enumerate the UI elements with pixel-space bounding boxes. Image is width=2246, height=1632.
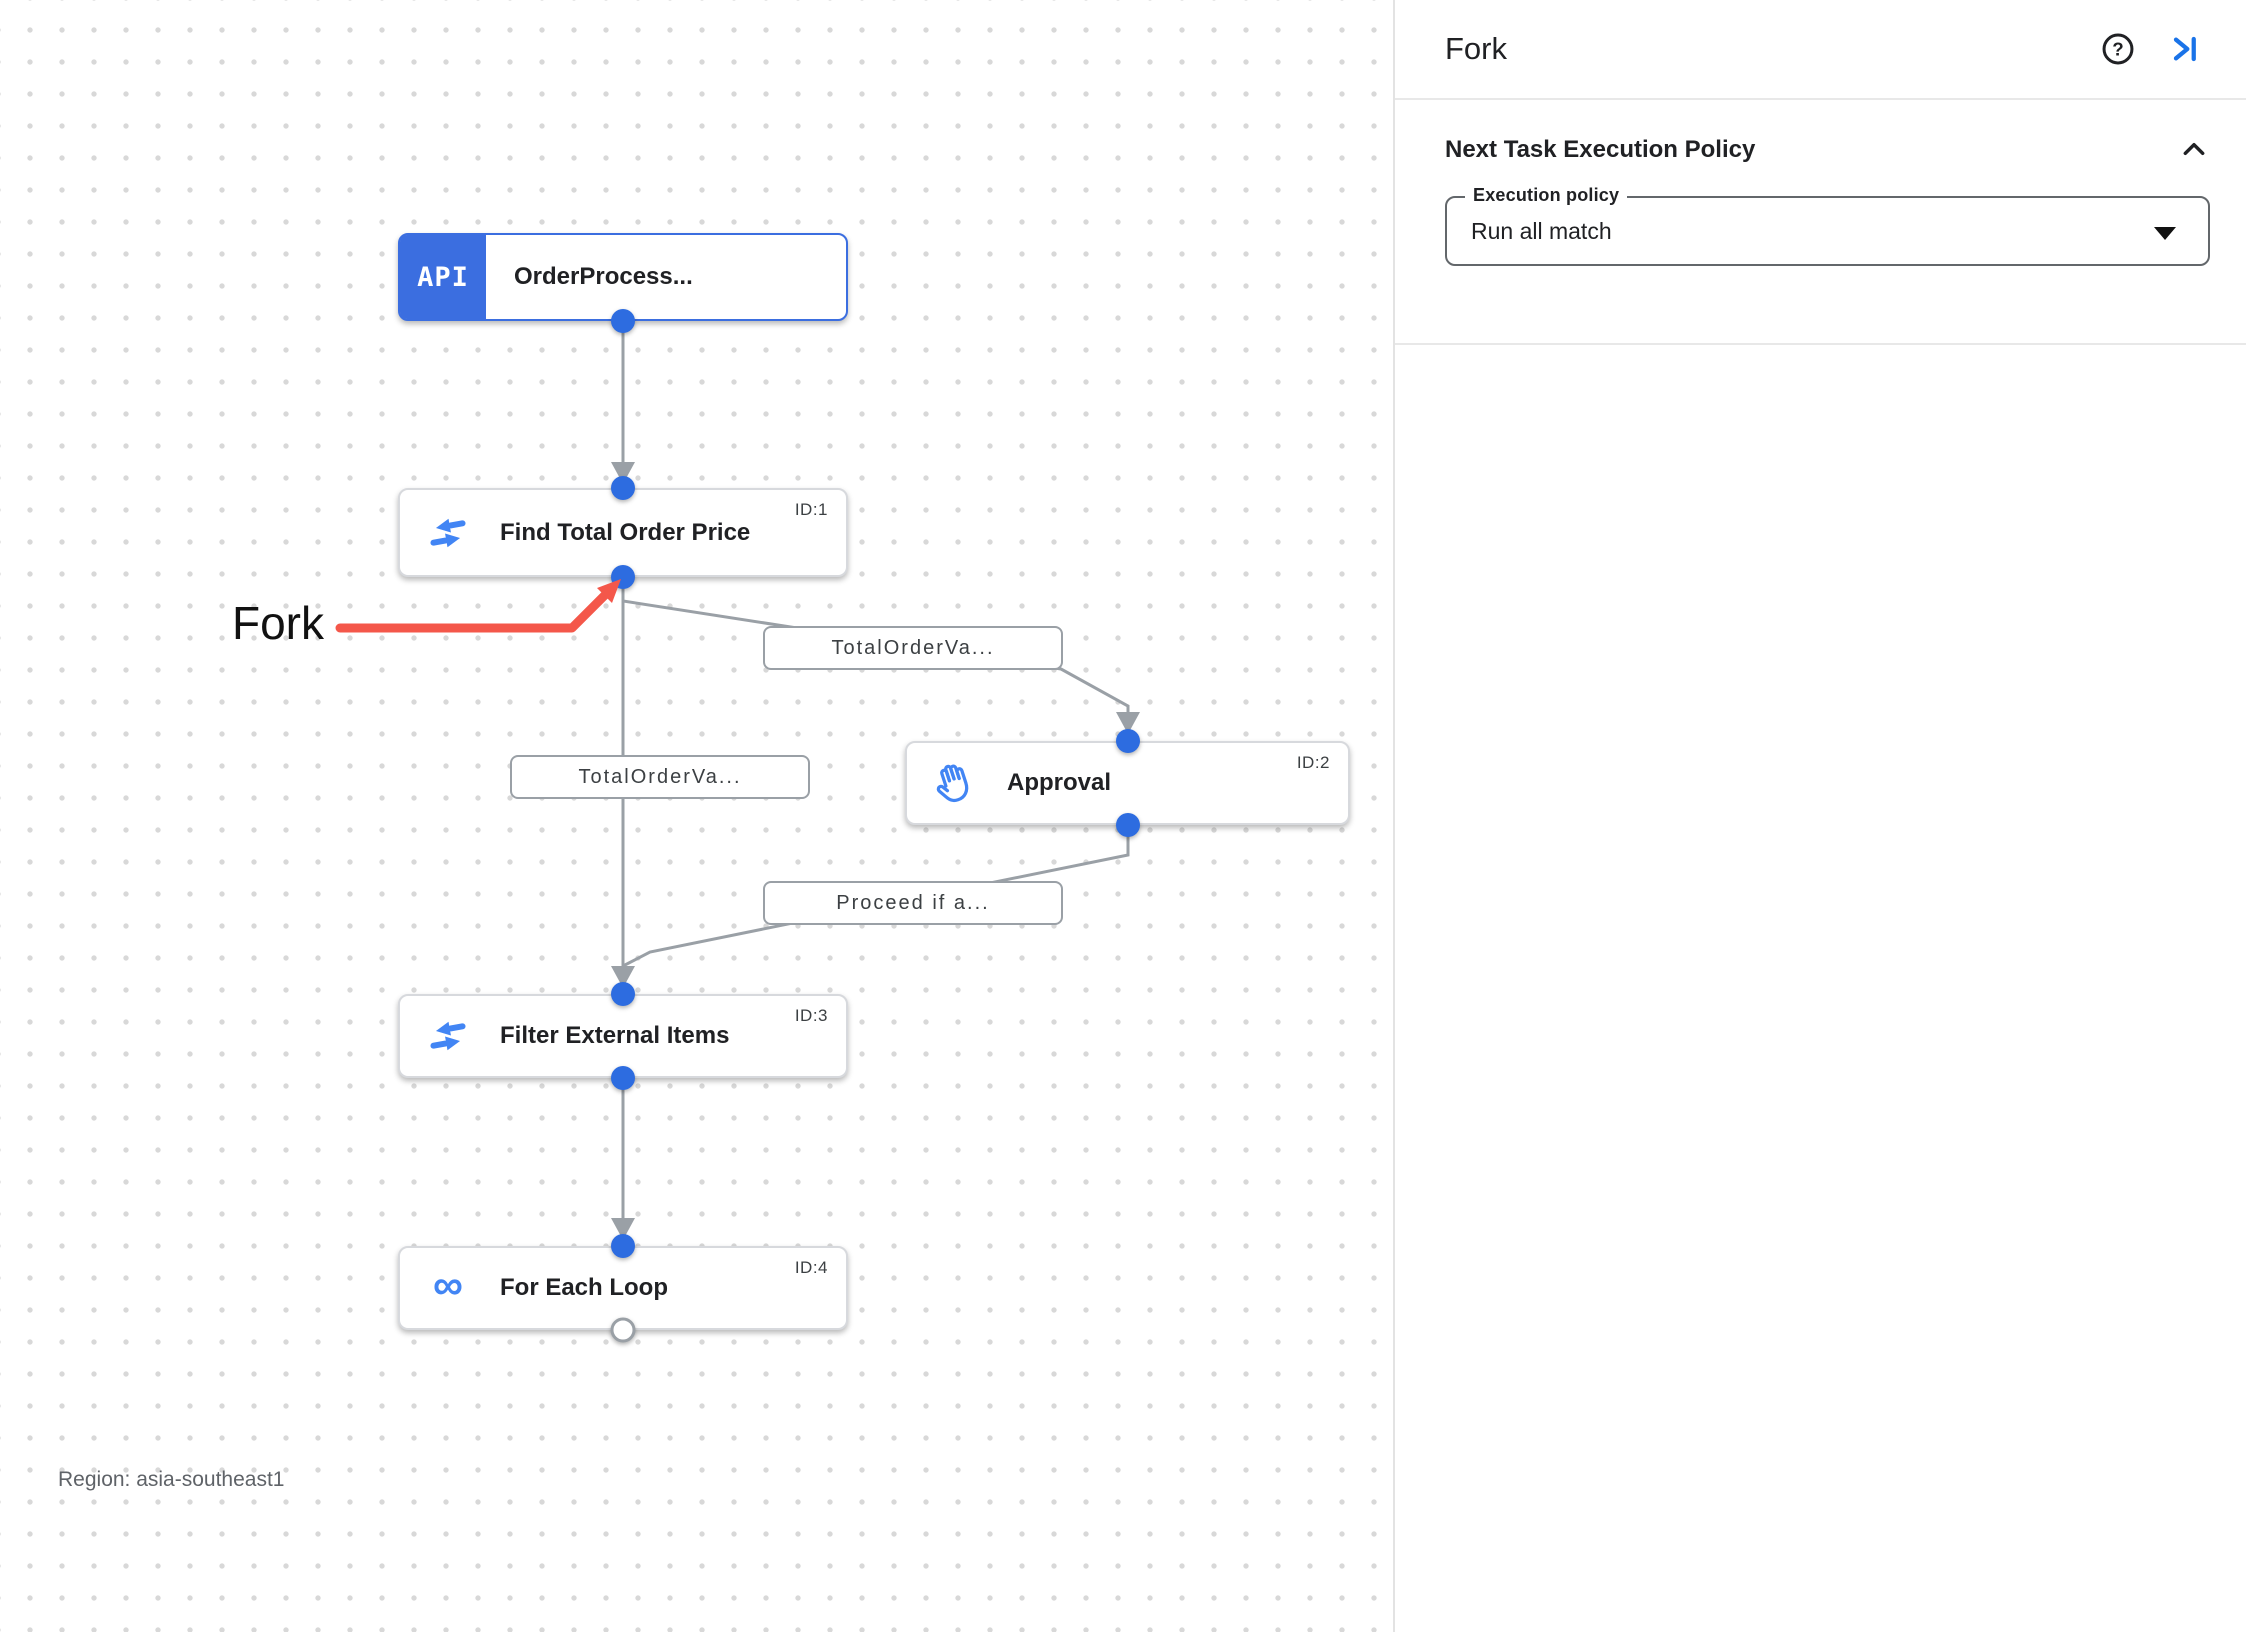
node-id-label: ID:4	[794, 1258, 828, 1277]
api-trigger-icon: API	[400, 235, 486, 319]
region-label: Region: asia-southeast1	[58, 1468, 285, 1491]
node-filter-external-items[interactable]: Filter External Items ID:3	[398, 994, 848, 1078]
infinity-glyph: ∞	[433, 1261, 463, 1308]
section-next-task-execution-policy: Next Task Execution Policy Execution pol…	[1395, 100, 2246, 345]
help-icon: ?	[2102, 33, 2134, 65]
node-title: OrderProcess...	[514, 263, 693, 290]
node-title: Find Total Order Price	[500, 518, 751, 546]
port-find-output-fork[interactable]	[611, 565, 635, 589]
node-title: Approval	[1007, 769, 1112, 796]
node-id-label: ID:2	[1296, 753, 1330, 772]
dropdown-arrow-icon	[2154, 227, 2176, 240]
edge-label-total-order-value-right[interactable]: TotalOrderVa...	[763, 626, 1063, 670]
panel-close-icon	[2173, 36, 2196, 62]
node-order-process-trigger[interactable]: API OrderProcess...	[398, 233, 848, 321]
edge-label-text: Proceed if a...	[836, 891, 990, 914]
port-for-each-input[interactable]	[611, 1234, 635, 1258]
node-approval[interactable]: Approval ID:2	[905, 741, 1350, 825]
port-filter-output[interactable]	[611, 1066, 635, 1090]
node-title: Filter External Items	[500, 1022, 730, 1049]
section-header[interactable]: Next Task Execution Policy	[1445, 100, 2210, 166]
execution-policy-label: Execution policy	[1465, 185, 1628, 206]
fork-annotation-label: Fork	[232, 597, 324, 649]
node-find-total-order-price[interactable]: Find Total Order Price ID:1	[398, 488, 848, 577]
port-trigger-output[interactable]	[611, 309, 635, 333]
data-mapping-icon	[424, 1012, 472, 1060]
svg-text:?: ?	[2112, 39, 2123, 60]
help-button[interactable]: ?	[2098, 29, 2138, 69]
node-title: For Each Loop	[500, 1274, 668, 1301]
port-for-each-output[interactable]	[610, 1317, 636, 1343]
edge-label-text: TotalOrderVa...	[578, 765, 742, 788]
port-approval-input[interactable]	[1116, 729, 1140, 753]
approval-hand-icon	[931, 759, 979, 807]
node-id-label: ID:3	[794, 1006, 828, 1025]
edge-label-total-order-value-left[interactable]: TotalOrderVa...	[510, 755, 810, 799]
panel-header: Fork ?	[1395, 0, 2246, 100]
collapse-panel-button[interactable]	[2164, 29, 2204, 69]
chevron-up-icon	[2183, 142, 2205, 156]
node-for-each-loop[interactable]: ∞ For Each Loop ID:4	[398, 1246, 848, 1330]
edge-label-proceed-if-approved[interactable]: Proceed if a...	[763, 881, 1063, 925]
execution-policy-value: Run all match	[1471, 218, 1612, 244]
execution-policy-select[interactable]: Execution policy Run all match	[1445, 185, 2210, 266]
edge-label-text: TotalOrderVa...	[831, 636, 995, 659]
node-id-label: ID:1	[794, 500, 828, 519]
data-mapping-icon	[424, 509, 472, 557]
workflow-canvas[interactable]: TotalOrderVa... TotalOrderVa... Proceed …	[0, 0, 1393, 1632]
port-filter-input[interactable]	[611, 982, 635, 1006]
section-title: Next Task Execution Policy	[1445, 136, 1756, 163]
panel-title: Fork	[1445, 31, 1507, 66]
fork-annotation-arrow	[335, 579, 621, 633]
port-find-input[interactable]	[611, 476, 635, 500]
for-each-loop-icon: ∞	[424, 1264, 472, 1312]
side-panel: Fork ? Next Task Execution Policy Execut…	[1393, 0, 2246, 1632]
port-approval-output[interactable]	[1116, 813, 1140, 837]
